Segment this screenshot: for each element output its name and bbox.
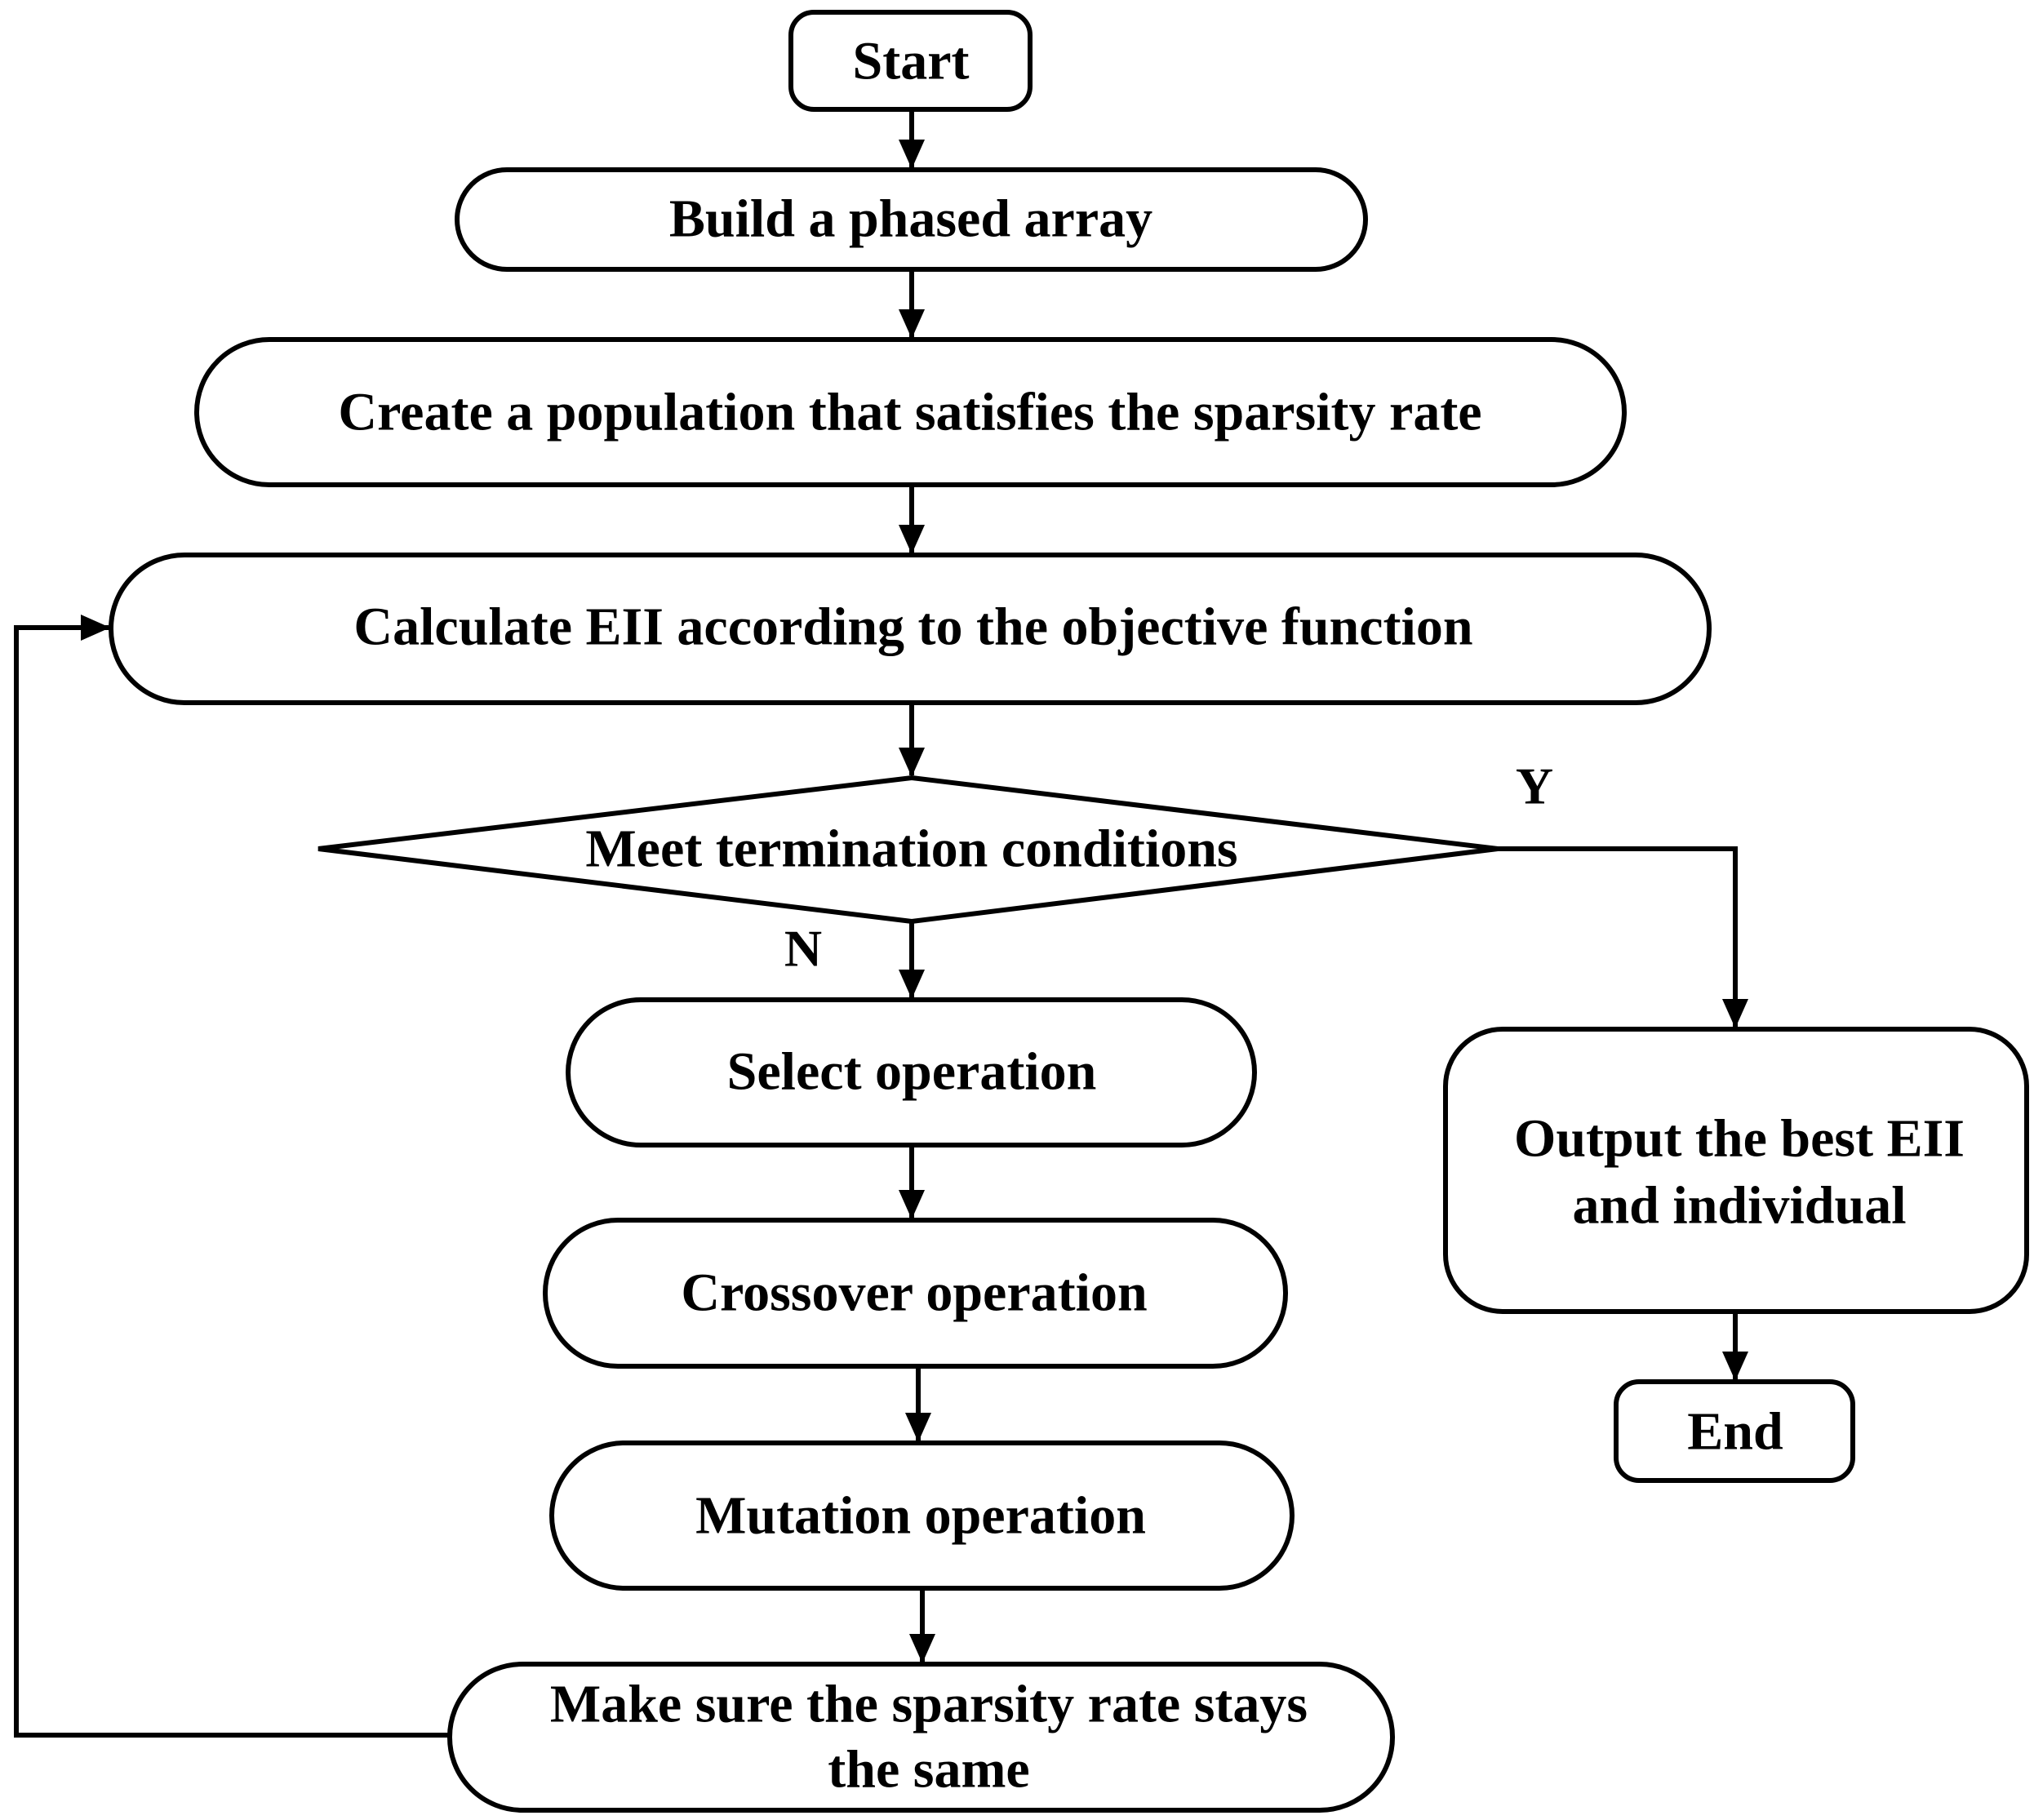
start-node: Start [788, 10, 1033, 112]
calculate-eii-node: Calculate EII according to the objective… [109, 553, 1712, 705]
output-node: Output the best EII and individual [1443, 1027, 2029, 1314]
mutation-node: Mutation operation [549, 1440, 1295, 1591]
build-array-node: Build a phased array [455, 167, 1368, 272]
select-label: Select operation [727, 1042, 1097, 1102]
mutation-label: Mutation operation [695, 1486, 1146, 1546]
sparsity-label-line2: the same [828, 1740, 1029, 1800]
crossover-node: Crossover operation [543, 1218, 1288, 1369]
output-label-line1: Output the best EII [1514, 1109, 1965, 1169]
edges [14, 109, 1748, 1738]
output-label-line2: and individual [1572, 1176, 1906, 1236]
start-label: Start [853, 32, 970, 91]
select-node: Select operation [566, 997, 1257, 1147]
calculate-eii-label: Calculate EII according to the objective… [353, 597, 1472, 657]
end-node: End [1614, 1379, 1855, 1483]
build-array-label: Build a phased array [669, 189, 1152, 249]
crossover-label: Crossover operation [681, 1263, 1147, 1323]
yes-label: Y [1516, 757, 1553, 815]
create-population-node: Create a population that satisfies the s… [194, 337, 1627, 487]
create-population-label: Create a population that satisfies the s… [338, 383, 1481, 442]
termination-decision: Meet termination conditions [318, 775, 1499, 925]
end-label: End [1687, 1402, 1783, 1462]
sparsity-node: Make sure the sparsity rate stays the sa… [447, 1662, 1395, 1813]
no-label: N [784, 920, 822, 978]
termination-label: Meet termination conditions [585, 819, 1237, 879]
sparsity-label-line1: Make sure the sparsity rate stays [550, 1675, 1308, 1734]
edge-termination-yes-to-output [1498, 846, 1748, 1028]
edge-sparsity-loop-to-calculate [14, 615, 450, 1738]
